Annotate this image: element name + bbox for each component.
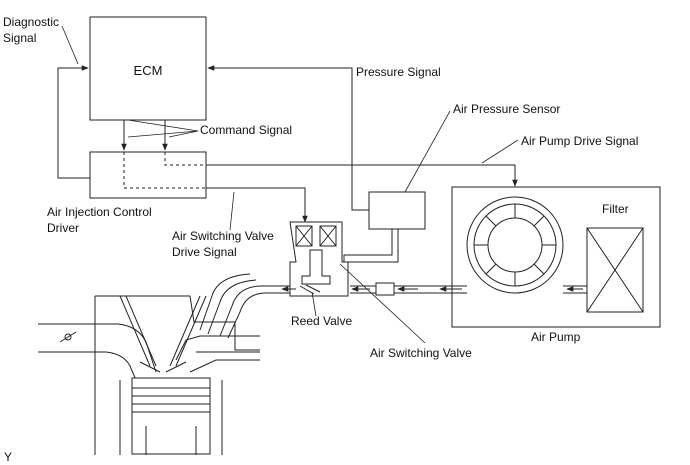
air-switching-valve-drive-signal-line xyxy=(206,187,308,223)
intake-valve xyxy=(119,295,161,373)
intake-port xyxy=(38,323,157,381)
air-switching-valve-drive-signal-label-2: Drive Signal xyxy=(172,245,237,259)
valve-body-outline xyxy=(289,221,349,297)
piston-skirt xyxy=(145,426,197,455)
pressure-signal-line xyxy=(207,65,353,195)
filter-cross xyxy=(586,227,644,313)
air-pressure-sensor-leader xyxy=(404,110,451,193)
cylinder-walls xyxy=(119,380,223,455)
diagnostic-signal-leader xyxy=(61,25,79,65)
driver-internal-dash-2 xyxy=(164,152,206,166)
engine-cutaway xyxy=(38,295,260,455)
air-injection-control-driver-label-1: Air Injection Control xyxy=(47,205,152,219)
ecm-box xyxy=(89,16,207,121)
air-pump-drive-signal-leader xyxy=(481,139,519,164)
cylinder-head-outline xyxy=(94,295,260,455)
intake-throttle xyxy=(59,331,77,343)
exhaust-port xyxy=(189,351,260,373)
piston-rings xyxy=(132,387,210,413)
reed-valve-flap xyxy=(299,284,321,295)
pipe-coupling xyxy=(375,282,395,296)
pressure-sensor-signal-stub xyxy=(351,195,369,211)
sensor-hose xyxy=(343,228,399,263)
diagnostic-signal-label-1: Diagnostic xyxy=(3,15,59,29)
valve-plunger xyxy=(301,249,331,285)
air-pump-drive-signal-line xyxy=(206,164,518,187)
air-injection-control-driver-box xyxy=(89,151,207,199)
air-switching-valve-leader xyxy=(339,263,426,344)
command-signal-label: Command Signal xyxy=(200,123,292,137)
air-switching-valve-drive-signal-label-1: Air Switching Valve xyxy=(172,229,274,243)
reed-valve-leader xyxy=(311,291,317,317)
exhaust-port-2 xyxy=(175,335,260,361)
air-pump-rotor-outer xyxy=(466,196,564,294)
valve-outlet-hose xyxy=(219,285,290,339)
air-pump-drive-signal-label: Air Pump Drive Signal xyxy=(521,134,638,148)
corner-mark: Y xyxy=(4,450,12,464)
air-pump-rotor-vanes xyxy=(474,204,556,286)
main-air-pipe xyxy=(350,285,467,294)
air-switching-valve xyxy=(289,221,349,297)
piston xyxy=(131,377,211,455)
filter-label: Filter xyxy=(602,202,629,216)
throttle-spindle xyxy=(64,333,72,341)
diagnostic-signal-label-2: Signal xyxy=(3,31,36,45)
pressure-signal-label: Pressure Signal xyxy=(356,65,441,79)
air-pressure-sensor-label: Air Pressure Sensor xyxy=(453,102,560,116)
reed-valve-label: Reed Valve xyxy=(291,314,352,328)
exhaust-valve xyxy=(165,295,207,373)
air-injection-control-driver-label-2: Driver xyxy=(47,221,79,235)
air-switching-valve-drive-signal-leader xyxy=(229,191,235,231)
filter-to-pump-duct xyxy=(563,285,587,294)
air-switching-valve-label: Air Switching Valve xyxy=(370,346,472,360)
driver-internal-dash-1 xyxy=(123,152,206,189)
air-pump-label: Air Pump xyxy=(531,330,581,344)
command-signal-leader xyxy=(127,130,199,138)
outlet-hose-inner xyxy=(199,273,257,335)
air-pressure-sensor-box xyxy=(368,191,426,230)
diagnostic-signal-line xyxy=(57,65,90,179)
ecm-label: ECM xyxy=(134,63,163,78)
command-signal-leader-top xyxy=(127,119,199,132)
